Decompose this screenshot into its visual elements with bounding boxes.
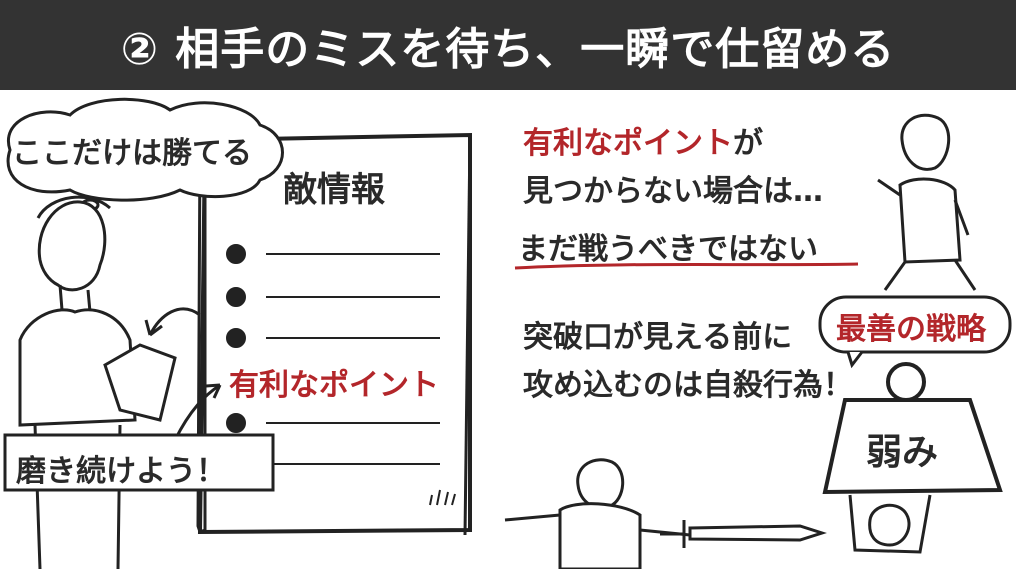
sword — [660, 520, 827, 548]
document-highlight: 有利なポイント — [229, 368, 439, 403]
thought-bubble-text: ここだけは勝てる — [12, 136, 252, 171]
polish-label: 磨き続けよう！ — [16, 454, 226, 489]
arrows — [144, 307, 222, 441]
right-line-2: 見つからない場合は… — [523, 174, 823, 209]
illustration-scene: ここだけは勝てる 敵情報 有利なポイント 磨き続けよう！ 有利なポイントが 見つ… — [0, 90, 1016, 569]
right-line-5: 攻め込むのは自殺行為！ — [523, 368, 853, 403]
label-box — [3, 433, 275, 492]
right-line-1-red: 有利なポイント — [523, 126, 733, 161]
strategy-bubble-text: 最善の戦略 — [836, 312, 986, 347]
right-top-person — [877, 113, 977, 291]
right-line-1: 有利なポイントが — [523, 118, 763, 162]
bottom-right-person — [848, 494, 932, 554]
weight-label: 弱み — [866, 432, 939, 473]
right-line-1-rest: が — [733, 126, 763, 161]
page-title: ② 相手のミスを待ち、一瞬で仕留める — [0, 0, 1016, 90]
underline — [514, 262, 859, 270]
right-line-3: まだ戦うべきではない — [518, 232, 818, 267]
left-person — [18, 195, 177, 569]
weight-shape — [822, 362, 1003, 495]
document-title: 敵情報 — [283, 170, 385, 210]
scene-drawing — [3, 97, 1012, 569]
right-line-4: 突破口が見える前に — [523, 320, 793, 355]
document-bullets — [226, 244, 456, 506]
strategy-bubble-shape — [818, 295, 1012, 369]
bottom-center-person — [504, 458, 691, 569]
